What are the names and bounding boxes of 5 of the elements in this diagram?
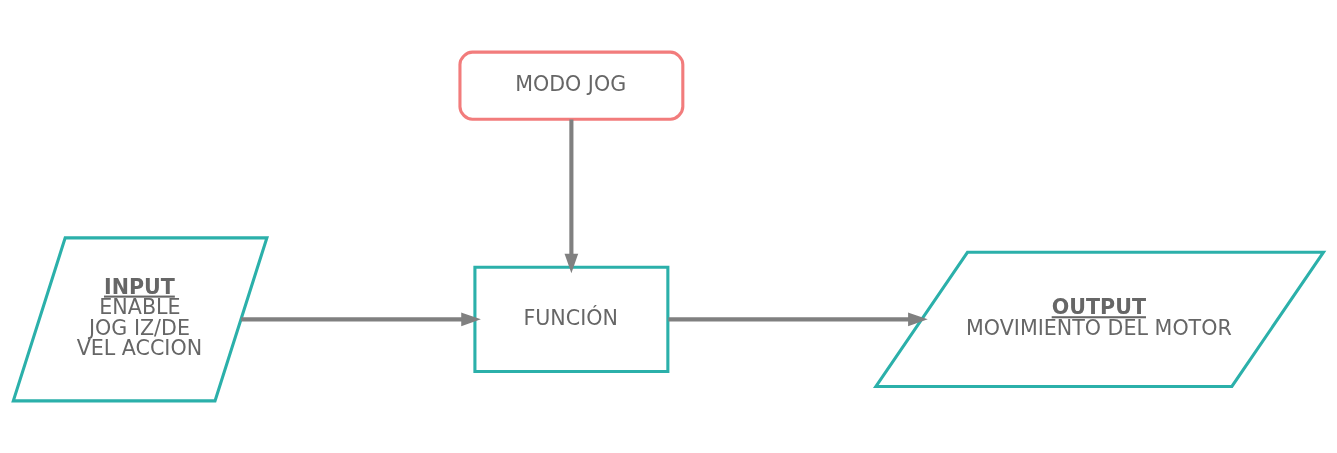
arrow bbox=[564, 119, 579, 274]
arrow bbox=[668, 312, 928, 327]
node-box: FUNCIÓN bbox=[473, 265, 670, 374]
node-box: MODO JOG bbox=[458, 50, 685, 121]
arrow bbox=[241, 312, 481, 327]
